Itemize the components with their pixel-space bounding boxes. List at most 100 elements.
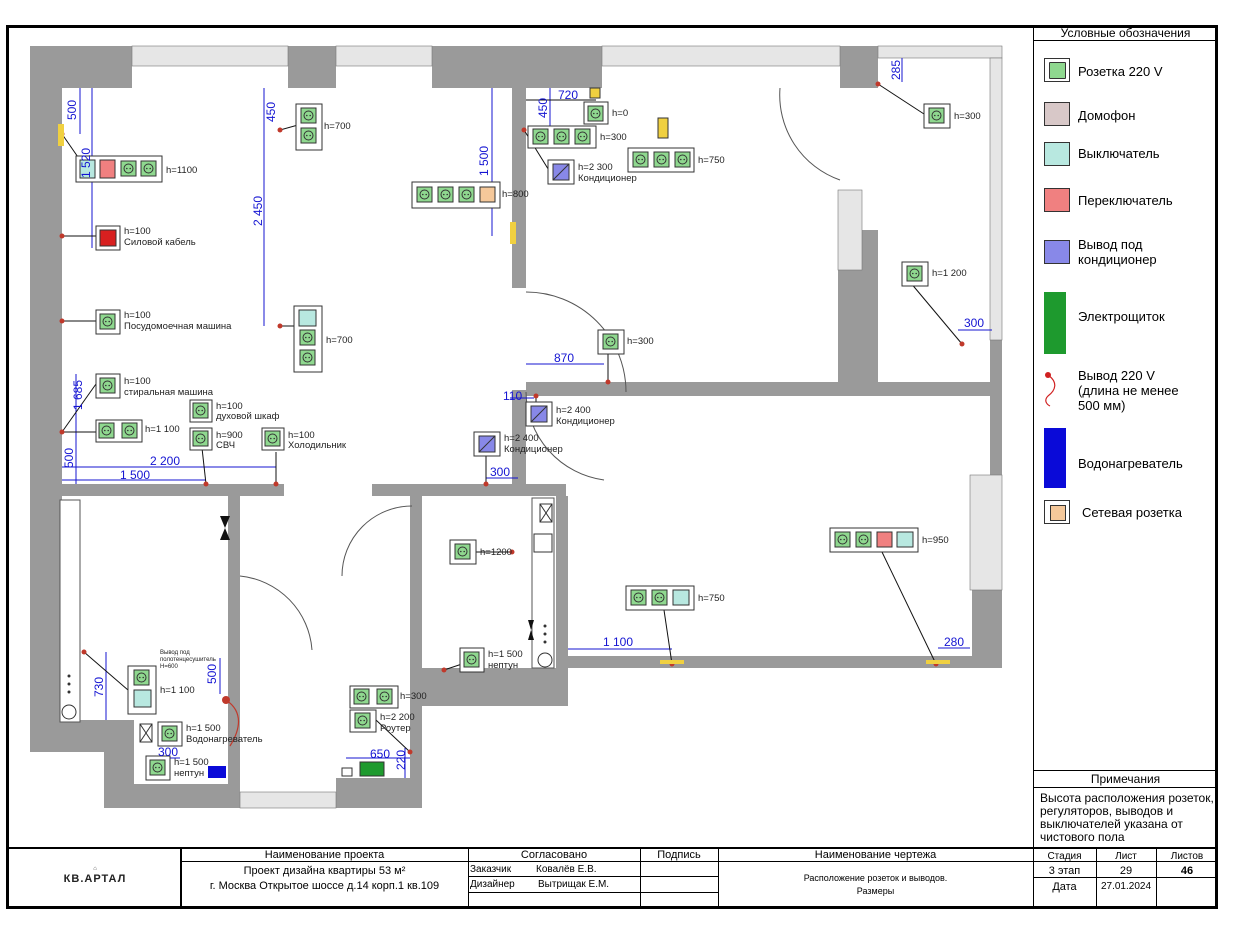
label-h1200b: h=1200	[480, 547, 512, 558]
label-h0: h=0	[612, 108, 629, 119]
notes-text: Высота расположения розеток, регуляторов…	[1040, 791, 1214, 844]
logo: ⌂ КВ.АРТАЛ	[63, 866, 127, 885]
legend-changeover-icon	[1044, 188, 1070, 212]
walls	[30, 46, 1002, 808]
sheets-header: Листов	[1170, 851, 1204, 862]
customer-role: Заказчик	[470, 864, 512, 875]
dim-300a: 300	[964, 316, 985, 330]
legend-changeover-label: Переключатель	[1078, 193, 1173, 208]
project-name-header: Наименование проекта	[264, 849, 385, 861]
signature-header: Подпись	[657, 849, 701, 861]
designer-name: Вытрищак Е.М.	[538, 879, 610, 890]
label-h1100a: h=1100	[166, 165, 198, 176]
dim-2200: 2 200	[150, 454, 181, 468]
label-h700b: h=700	[326, 335, 353, 346]
dim-300c: 300	[158, 745, 179, 759]
label-h2400a: h=2 400	[556, 405, 591, 416]
label-h1500b: h=1 500	[186, 723, 221, 734]
label-router: Роутер	[380, 723, 411, 734]
dim-1500h: 1 500	[120, 468, 151, 482]
label-power-cable: Силовой кабель	[124, 237, 196, 248]
label-h1500c: h=1 500	[174, 757, 209, 768]
label-neptun2: нептун	[174, 768, 205, 779]
legend-panel	[1033, 25, 1218, 847]
sheet-frame	[6, 25, 1218, 909]
legend-network-label: Сетевая розетка	[1082, 505, 1182, 520]
legend-intercom-icon	[1044, 102, 1070, 126]
designer-role: Дизайнер	[470, 879, 515, 890]
label-h800: h=800	[502, 189, 529, 200]
agreed-header: Согласовано	[520, 849, 588, 861]
date-label: Дата	[1052, 881, 1077, 893]
legend-panel-icon	[1044, 292, 1066, 354]
label-dishwasher: Посудомоечная машина	[124, 321, 232, 332]
dim-720: 720	[558, 88, 579, 102]
sheets-value: 46	[1180, 865, 1194, 877]
stage-value: 3 этап	[1048, 865, 1081, 877]
project-name-line1: Проект дизайна квартиры 53 м²	[243, 865, 406, 877]
label-h750b: h=750	[698, 593, 725, 604]
dim-870: 870	[554, 351, 575, 365]
dim-1100: 1 100	[603, 635, 634, 649]
project-name-line2: г. Москва Открытое шоссе д.14 корп.1 кв.…	[209, 880, 440, 892]
sheet-header: Лист	[1115, 851, 1137, 862]
label-oven: духовой шкаф	[216, 411, 280, 422]
label-water-heater: Водонагреватель	[186, 734, 263, 745]
label-h1500a: h=1 500	[488, 649, 523, 660]
label-h1100b: h=1 100	[145, 424, 180, 435]
label-ac2: Кондиционер	[556, 416, 615, 427]
dim-280: 280	[944, 635, 965, 649]
legend-ac-outlet-label: Вывод под кондиционер	[1078, 237, 1157, 267]
legend-intercom-label: Домофон	[1078, 108, 1136, 123]
label-h300d: h=300	[400, 691, 427, 702]
label-microwave: СВЧ	[216, 440, 236, 451]
label-h2300: h=2 300	[578, 162, 613, 173]
legend-title: Условные обозначения	[1033, 26, 1218, 41]
legend-switch-icon	[1044, 142, 1070, 166]
dim-650: 650	[370, 747, 391, 761]
label-h300a: h=300	[600, 132, 627, 143]
label-h100-fridge: h=100	[288, 430, 315, 441]
label-washer: стиральная машина	[124, 387, 214, 398]
label-h700a: h=700	[324, 121, 351, 132]
dim-300b: 300	[490, 465, 511, 479]
floor-plan	[30, 45, 1003, 809]
drawing-name-line1: Расположение розеток и выводов.	[803, 873, 948, 883]
legend-wire-outlet-icon	[1045, 372, 1056, 407]
device-symbols	[58, 87, 951, 781]
legend-socket-icon	[1044, 58, 1070, 82]
label-h300c: h=300	[627, 336, 654, 347]
drawing-name-line2: Размеры	[856, 886, 895, 896]
stage-header: Стадия	[1047, 851, 1082, 862]
label-h900: h=900	[216, 430, 243, 441]
sheet-value: 29	[1119, 865, 1133, 877]
legend-panel-label: Электрощиток	[1078, 309, 1165, 324]
label-h2200: h=2 200	[380, 712, 415, 723]
legend-water-heater-label: Водонагреватель	[1078, 456, 1183, 471]
legend-water-heater-icon	[1044, 428, 1066, 488]
label-h100-power: h=100	[124, 226, 151, 237]
legend-socket-label: Розетка 220 V	[1078, 64, 1163, 79]
label-h100-wash: h=100	[124, 376, 151, 387]
label-h750a: h=750	[698, 155, 725, 166]
legend-wire-outlet-label: Вывод 220 V (длина не менее 500 мм)	[1078, 368, 1179, 413]
label-h1100c: h=1 100	[160, 685, 195, 696]
label-ac1: Кондиционер	[578, 173, 637, 184]
label-ac3: Кондиционер	[504, 444, 563, 455]
label-towel-note: Вывод под полотенцесушитель H=600	[160, 650, 216, 670]
label-h100-dish: h=100	[124, 310, 151, 321]
label-h300b: h=300	[954, 111, 981, 122]
notes-title: Примечания	[1033, 770, 1218, 788]
label-h950: h=950	[922, 535, 949, 546]
dim-110: 110	[503, 389, 523, 403]
legend-network-icon	[1044, 500, 1070, 524]
customer-name: Ковалёв Е.В.	[536, 864, 597, 875]
label-h100-oven: h=100	[216, 401, 243, 412]
legend-switch-label: Выключатель	[1078, 146, 1160, 161]
date-value: 27.01.2024	[1100, 881, 1152, 892]
drawing-name-header: Наименование чертежа	[814, 849, 937, 861]
legend-ac-outlet-icon	[1044, 240, 1070, 264]
label-h1200a: h=1 200	[932, 268, 967, 279]
label-h2400b: h=2 400	[504, 433, 539, 444]
